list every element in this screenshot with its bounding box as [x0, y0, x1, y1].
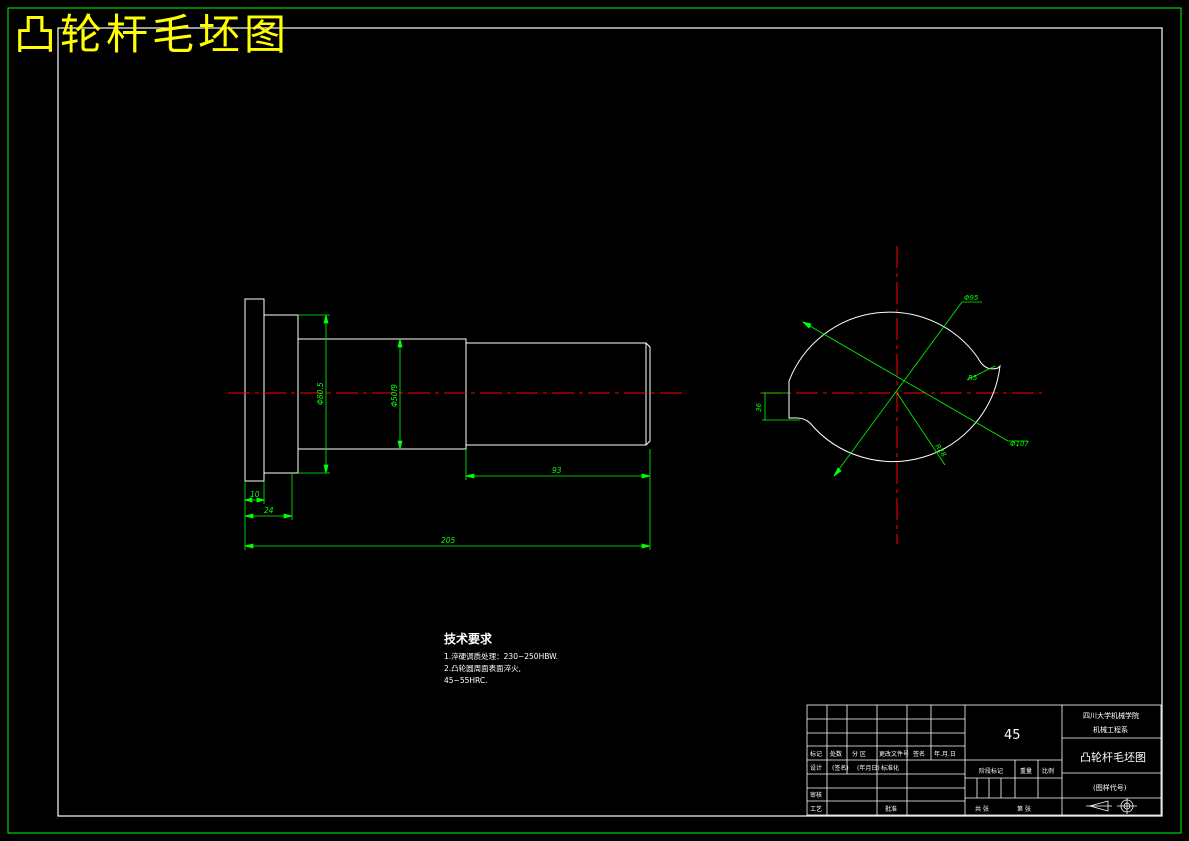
title-block	[806, 704, 1162, 816]
tb-mark: 标记	[810, 750, 822, 758]
tb-craft: 工艺	[810, 805, 822, 813]
shaft-large	[297, 338, 467, 450]
dim-label-d-flange: Φ80.5	[316, 382, 325, 405]
tb-count: 处数	[830, 750, 842, 758]
tech-heading: 技术要求	[444, 632, 493, 646]
side-view	[244, 298, 651, 482]
tech-line-2: 2.凸轮圆周面表面淬火,	[444, 664, 522, 673]
outer-border	[7, 7, 1182, 834]
dim-label-36: 36	[755, 403, 763, 412]
tb-weight: 重量	[1020, 767, 1032, 775]
dim-label-r5: R5	[968, 374, 978, 382]
tb-standardize: 标准化	[881, 764, 899, 772]
tech-line-1: 1.淬硬调质处理：230~250HBW.	[444, 652, 559, 661]
projection-symbol-icon	[1086, 798, 1137, 814]
tb-change-doc: 更改文件号	[879, 750, 909, 758]
tb-date-paren: (年月日)	[857, 764, 880, 772]
tb-school-line1: 四川大学机械学院	[1083, 711, 1139, 720]
dim-label-d107: Φ107	[1010, 440, 1029, 448]
shaft-small	[466, 342, 651, 446]
tb-design: 设计	[810, 764, 822, 772]
tb-zone: 分 区	[852, 750, 866, 758]
dim-label-d95: Φ95	[964, 294, 979, 302]
dim-label-93: 93	[552, 466, 562, 475]
end-view: 36 Φ95 R5 Φ107 R28	[755, 246, 1042, 544]
tb-drawing-code: (图样代号)	[1093, 783, 1127, 792]
tb-approve: 批准	[885, 805, 897, 813]
flange-hub	[263, 314, 299, 474]
tb-scale: 比例	[1042, 767, 1054, 775]
tb-sign-paren: (签名)	[832, 764, 849, 772]
tb-sheet-no: 第 张	[1017, 805, 1031, 813]
dim-label-24: 24	[264, 506, 274, 515]
tb-date: 年.月.日	[934, 750, 956, 758]
tb-signature: 签名	[913, 750, 925, 758]
dim-label-205: 205	[441, 536, 456, 545]
tb-school-line2: 机械工程系	[1093, 725, 1128, 734]
tb-part-name: 凸轮杆毛坯图	[1080, 750, 1146, 764]
technical-requirements: 技术要求 1.淬硬调质处理：230~250HBW. 2.凸轮圆周面表面淬火, 4…	[444, 630, 558, 687]
tech-line-3: 45~55HRC.	[444, 676, 488, 685]
inner-frame	[57, 27, 1163, 817]
tb-review: 审核	[810, 791, 822, 799]
flange-disc	[244, 298, 265, 482]
drawing-title-banner: 凸轮杆毛坯图	[14, 10, 291, 59]
dim-label-d-shaft: Φ50f9	[390, 384, 399, 407]
tb-material: 45	[1004, 728, 1021, 743]
tb-stage-mark: 阶段标记	[979, 767, 1003, 775]
side-view-dimensions	[243, 314, 651, 550]
tb-sheets-total: 共 张	[975, 805, 989, 813]
cam-profile	[788, 311, 1001, 463]
dim-label-10: 10	[250, 490, 260, 499]
